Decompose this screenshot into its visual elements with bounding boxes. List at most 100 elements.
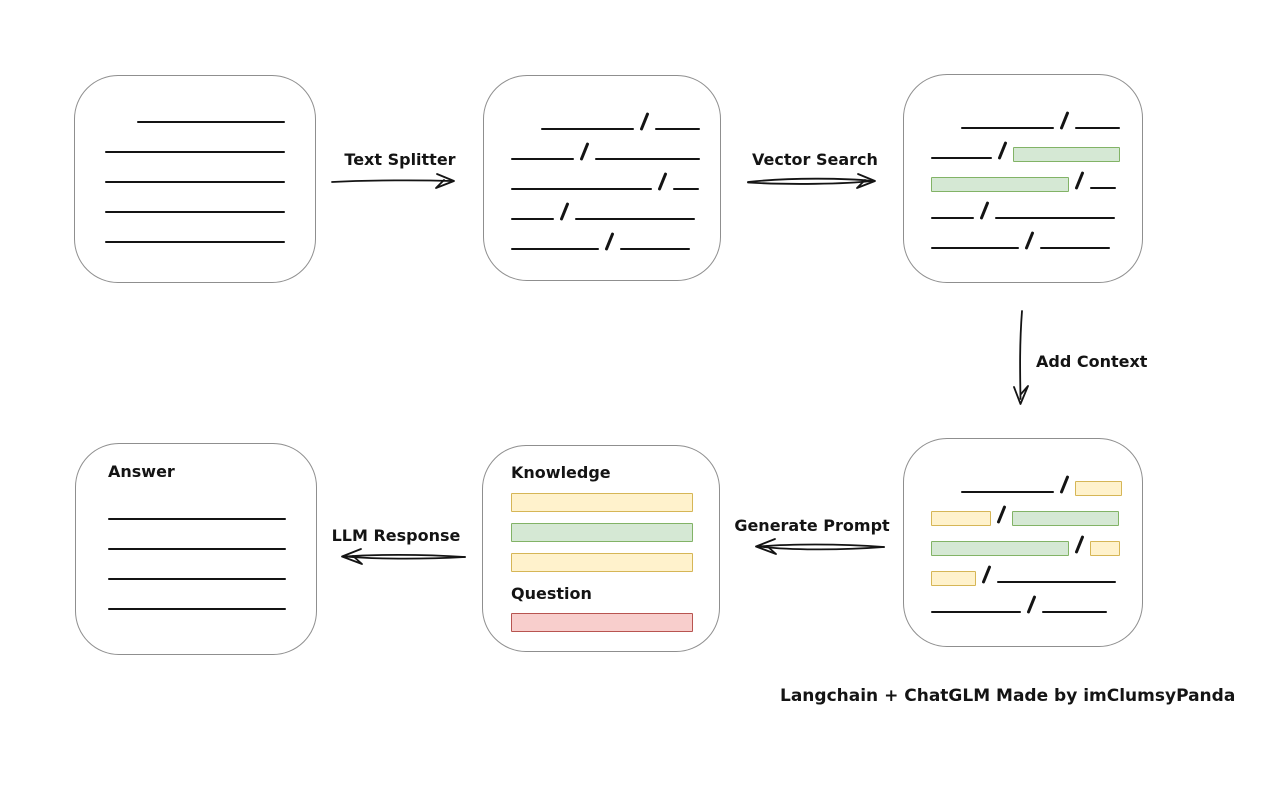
generate-prompt-arrow-label: Generate Prompt	[734, 516, 890, 535]
left-arrow-icon	[341, 548, 466, 565]
document-text-lines	[75, 76, 315, 243]
green-chunk-bar	[511, 523, 693, 542]
text-line	[511, 158, 574, 160]
generate-prompt-arrow: Generate Prompt	[734, 516, 890, 559]
text-line	[108, 578, 286, 580]
split-slash	[1074, 171, 1085, 190]
segment-row	[904, 553, 1142, 586]
text-line	[105, 211, 285, 213]
segment-row	[904, 99, 1142, 130]
segment-row	[904, 159, 1142, 192]
segment-row	[75, 93, 315, 123]
green-chunk-bar	[931, 541, 1069, 556]
segment-row	[511, 523, 719, 542]
text-line	[1075, 127, 1120, 129]
yellow-chunk-bar	[931, 571, 976, 586]
vector-search-arrow-label: Vector Search	[752, 150, 878, 169]
prompt-node: Knowledge Question	[482, 445, 720, 652]
matched-chunk-lines	[904, 75, 1142, 250]
segment-row	[904, 129, 1142, 162]
yellow-chunk-bar	[1090, 541, 1120, 556]
answer-node: Answer	[75, 443, 317, 655]
segment-row	[75, 183, 315, 213]
text-line	[108, 608, 286, 610]
segment-row	[484, 160, 720, 191]
context-node	[903, 438, 1143, 647]
text-line	[1042, 611, 1107, 613]
segment-row	[904, 219, 1142, 250]
segment-row	[484, 220, 720, 251]
llm-response-arrow-label: LLM Response	[331, 526, 461, 545]
split-text-node	[483, 75, 721, 281]
text-line	[137, 121, 285, 123]
question-bar	[511, 613, 719, 632]
segment-row	[904, 493, 1142, 526]
segment-row	[904, 583, 1142, 614]
text-line	[961, 127, 1054, 129]
green-chunk-bar	[931, 177, 1069, 192]
context-chunk-lines	[904, 439, 1142, 614]
split-text-lines	[484, 76, 720, 251]
segment-row	[484, 190, 720, 221]
document-node	[74, 75, 316, 283]
knowledge-bars	[511, 493, 719, 572]
text-line	[655, 128, 700, 130]
green-chunk-bar	[1013, 147, 1120, 162]
answer-text-lines	[76, 490, 316, 610]
split-slash	[559, 202, 570, 221]
split-slash	[1074, 535, 1085, 554]
text-splitter-arrow-label: Text Splitter	[344, 150, 456, 169]
text-line	[575, 218, 695, 220]
down-arrow-icon	[1013, 310, 1029, 405]
diagram-caption: Langchain + ChatGLM Made by imClumsyPand…	[780, 686, 1236, 706]
split-slash	[997, 141, 1008, 160]
segment-row	[76, 580, 316, 610]
segment-row	[511, 493, 719, 512]
split-slash	[1026, 595, 1037, 614]
split-slash	[979, 201, 990, 220]
segment-row	[904, 189, 1142, 220]
text-line	[511, 248, 599, 250]
segment-row	[75, 123, 315, 153]
text-line	[961, 491, 1054, 493]
text-line	[1040, 247, 1110, 249]
split-slash	[657, 172, 668, 191]
text-line	[931, 611, 1021, 613]
segment-row	[904, 523, 1142, 556]
segment-row	[76, 550, 316, 580]
question-label: Question	[511, 584, 592, 603]
right-arrow-icon	[331, 173, 455, 189]
yellow-chunk-bar	[511, 493, 693, 512]
text-line	[931, 247, 1019, 249]
text-line	[511, 188, 652, 190]
segment-row	[511, 553, 719, 572]
text-line	[595, 158, 700, 160]
segment-row	[75, 153, 315, 183]
segment-row	[75, 213, 315, 243]
text-line	[673, 188, 699, 190]
yellow-chunk-bar	[1075, 481, 1122, 496]
segment-row	[484, 130, 720, 161]
text-line	[105, 241, 285, 243]
matched-chunks-node	[903, 74, 1143, 283]
text-line	[541, 128, 634, 130]
text-line	[105, 151, 285, 153]
text-splitter-arrow: Text Splitter	[330, 150, 470, 193]
split-slash	[604, 232, 615, 251]
segment-row	[484, 100, 720, 131]
text-line	[511, 218, 554, 220]
text-line	[108, 548, 286, 550]
split-slash	[1059, 475, 1070, 494]
llm-response-arrow: LLM Response	[325, 526, 467, 569]
text-line	[1090, 187, 1116, 189]
green-chunk-bar	[1012, 511, 1119, 526]
add-context-arrow-label: Add Context	[1036, 352, 1148, 371]
text-line	[995, 217, 1115, 219]
text-line	[997, 581, 1116, 583]
yellow-chunk-bar	[931, 511, 991, 526]
text-line	[931, 217, 974, 219]
segment-row	[76, 520, 316, 550]
segment-row	[511, 613, 719, 632]
segment-row	[904, 463, 1142, 496]
yellow-chunk-bar	[511, 553, 693, 572]
